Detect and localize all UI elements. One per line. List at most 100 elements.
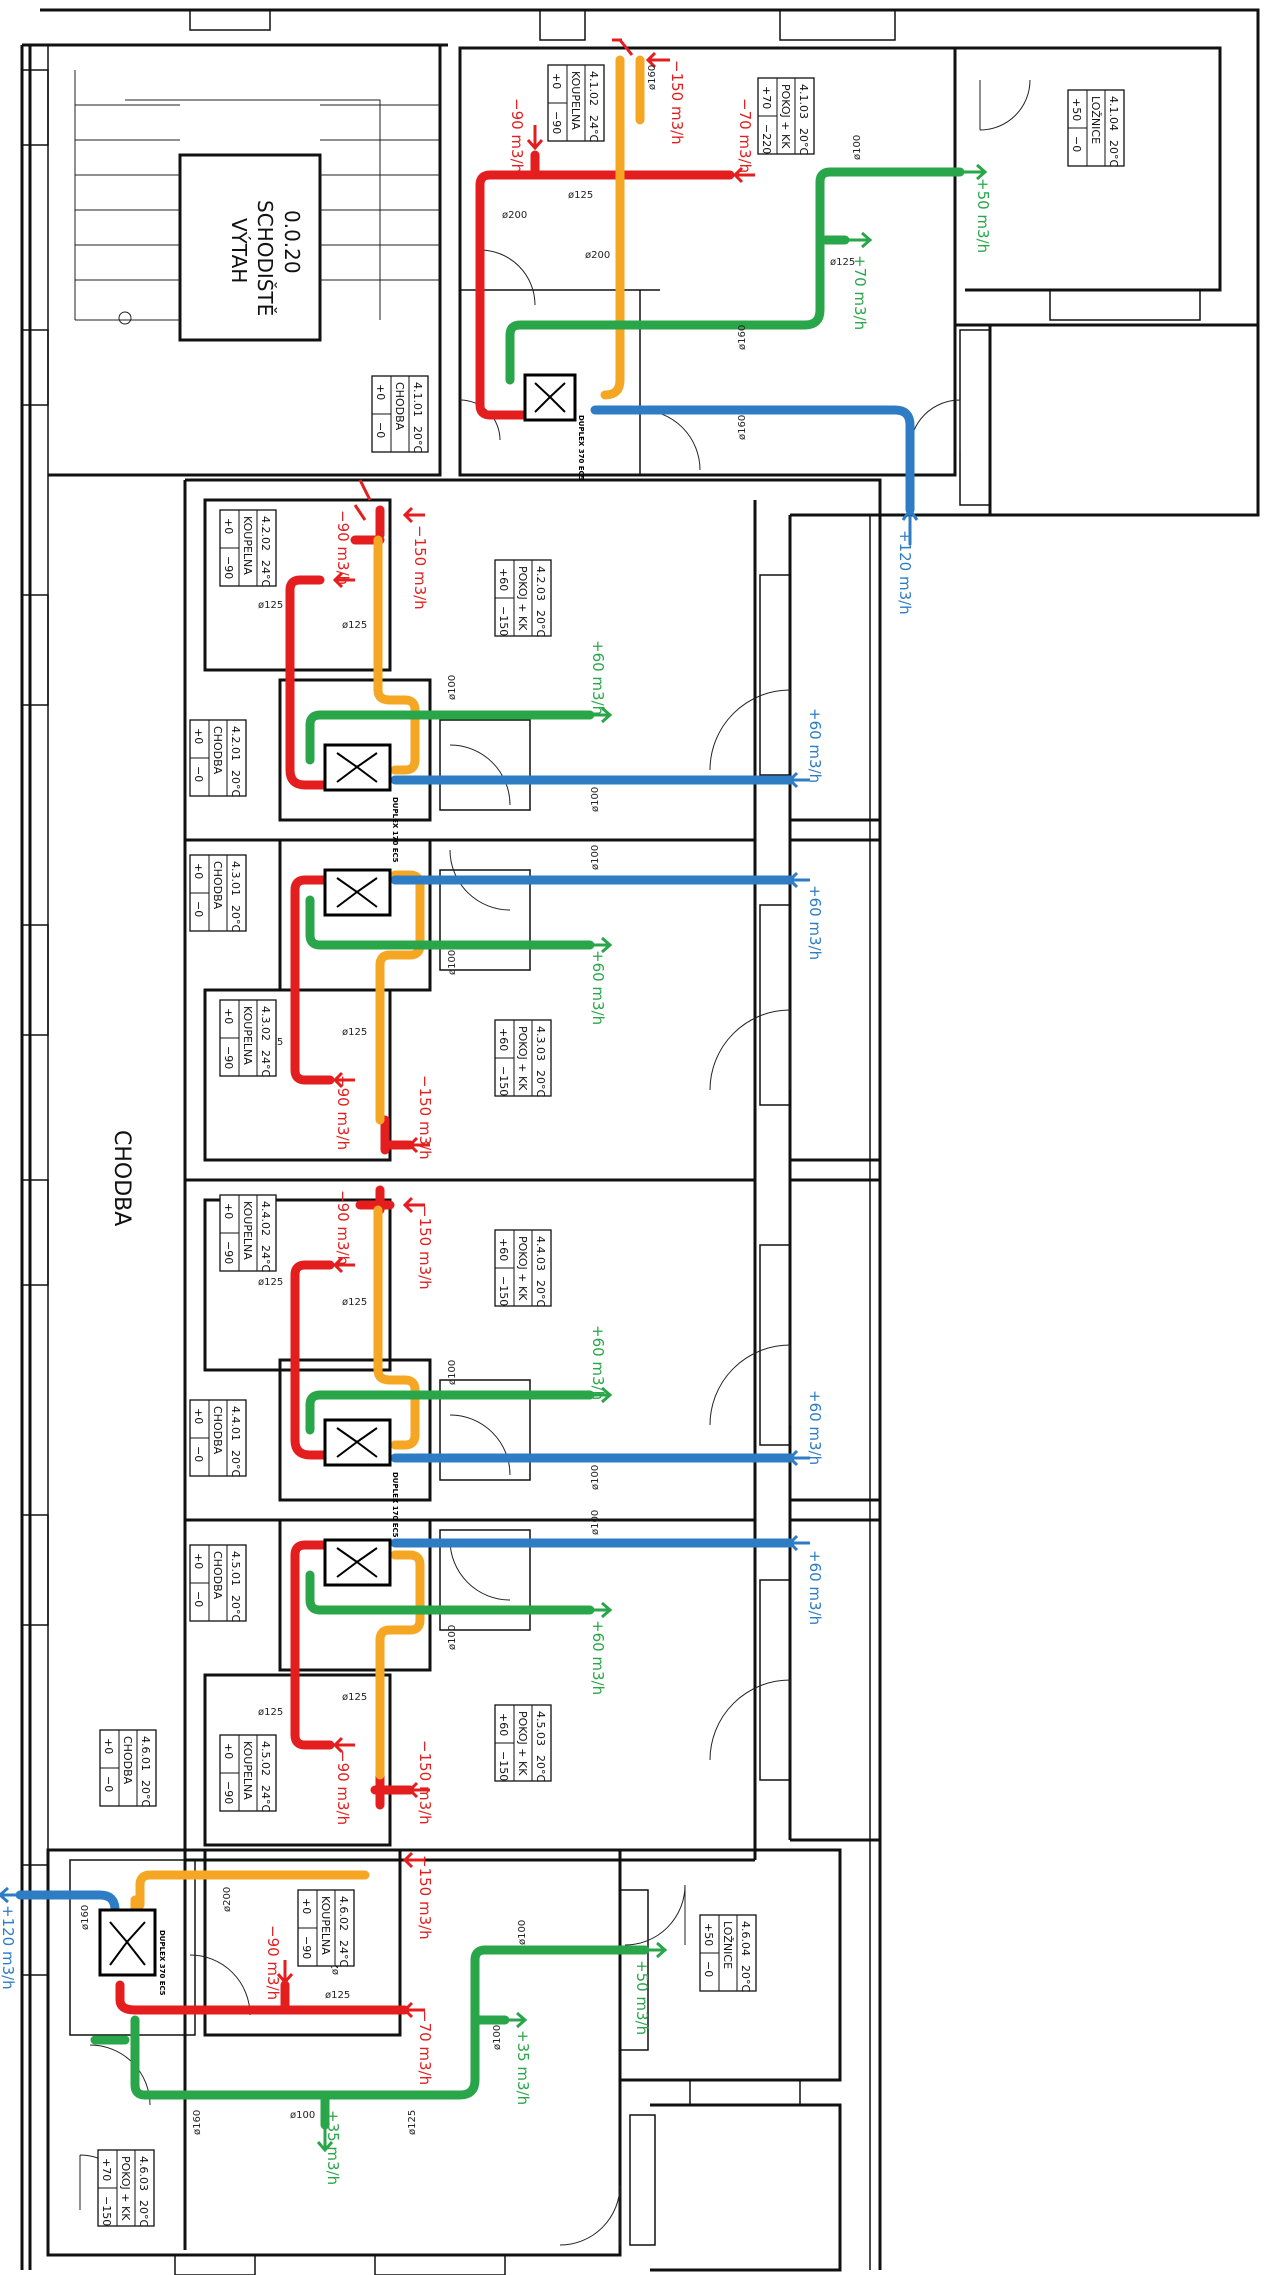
room-temp: 24°C — [259, 560, 272, 587]
svg-text:ø160: ø160 — [737, 325, 748, 350]
svg-text:ø100: ø100 — [517, 1920, 528, 1945]
room-name: POKOJ + KK — [516, 1711, 529, 1776]
duct-supply-3 — [305, 895, 595, 950]
duct-outdoor-1 — [590, 405, 915, 515]
room-number: 4.6.03 — [137, 2156, 150, 2191]
room-temp: 20°C — [534, 1755, 547, 1782]
duct-extract-1 — [475, 170, 735, 420]
svg-text:ø100: ø100 — [590, 845, 601, 870]
room-extract: −150 — [497, 1066, 510, 1096]
room-supply: +0 — [192, 1408, 205, 1424]
room-extract: −90 — [300, 1936, 313, 1959]
room-name: KOUPELNA — [319, 1896, 332, 1955]
room-temp: 20°C — [229, 905, 242, 932]
duct-extract-3 — [290, 875, 345, 1085]
svg-text:ø100: ø100 — [590, 1510, 601, 1535]
svg-text:ø100: ø100 — [852, 135, 863, 160]
room-temp: 20°C — [411, 426, 424, 453]
room-supply: +0 — [192, 863, 205, 879]
flow-label: +50 m3/h — [633, 1960, 651, 2035]
room-extract: −0 — [192, 1591, 205, 1607]
flow-label: +60 m3/h — [806, 708, 824, 783]
flow-label: +50 m3/h — [974, 178, 992, 253]
svg-text:ø100: ø100 — [447, 1625, 458, 1650]
svg-text:ø100: ø100 — [290, 2110, 315, 2121]
svg-text:ø125: ø125 — [258, 1707, 283, 1718]
room-number: 4.1.04 — [1107, 96, 1120, 131]
walls — [20, 8, 1260, 2275]
room-number: 4.5.01 — [229, 1551, 242, 1586]
room-extract: −150 — [497, 606, 510, 636]
flow-label: +60 m3/h — [806, 885, 824, 960]
room-number: 4.3.03 — [534, 1026, 547, 1061]
flow-label: −70 m3/h — [736, 98, 754, 173]
stair-lift: VÝTAH — [227, 218, 251, 283]
duct-exhaust-1 — [600, 55, 645, 400]
room-temp: 24°C — [259, 1245, 272, 1272]
svg-text:ø125: ø125 — [342, 1297, 367, 1308]
flow-label: +60 m3/h — [806, 1550, 824, 1625]
room-extract: −0 — [102, 1776, 115, 1792]
room-name: CHODBA — [211, 1551, 224, 1600]
room-supply: +70 — [100, 2158, 113, 2181]
unit-label-6: DUPLEX 370 EC5 — [158, 1930, 166, 1996]
flow-label: −90 m3/h — [334, 1075, 352, 1150]
flow-label: −150 m3/h — [416, 1855, 434, 1940]
svg-text:ø160: ø160 — [80, 1905, 91, 1930]
svg-text:ø125: ø125 — [258, 1277, 283, 1288]
room-extract: −90 — [222, 1781, 235, 1804]
room-number: 4.1.02 — [587, 71, 600, 106]
flow-labels: −150 m3/h −90 m3/h −70 m3/h +50 m3/h +70… — [0, 60, 992, 2185]
flow-label: +60 m3/h — [589, 640, 607, 715]
room-temp: 20°C — [797, 128, 810, 155]
duct-supply-1 — [505, 167, 965, 385]
unit-label-4: DUPLEX 170 EC5 — [391, 1472, 399, 1538]
room-temp: 20°C — [139, 1780, 152, 1807]
duct-extract-6 — [115, 1980, 410, 2015]
svg-text:ø100: ø100 — [590, 787, 601, 812]
room-name: CHODBA — [211, 861, 224, 910]
room-name: KOUPELNA — [241, 1006, 254, 1065]
duct-supply-5 — [305, 1570, 595, 1615]
svg-text:ø125: ø125 — [568, 190, 593, 201]
room-tags: 4.1.01 20°C CHODBA +0 −0 4.1.02 24°C KOUPELNA +0… — [97, 64, 1125, 2227]
flow-label: −90 m3/h — [334, 1750, 352, 1825]
svg-text:ø100: ø100 — [447, 950, 458, 975]
duct-exhaust-6 — [130, 1870, 370, 1915]
room-supply: +0 — [222, 1743, 235, 1759]
room-name: KOUPELNA — [241, 516, 254, 575]
hrv-units: DUPLEX 370 EC5 DUPLEX 170 EC5 DUPLEX 170… — [98, 373, 585, 1996]
room-temp: 20°C — [534, 1280, 547, 1307]
room-extract: −220 — [760, 124, 773, 154]
room-number: 4.2.03 — [534, 566, 547, 601]
svg-text:ø100: ø100 — [492, 2025, 503, 2050]
flow-label: −150 m3/h — [416, 1075, 434, 1160]
flow-label: −90 m3/h — [334, 1190, 352, 1265]
flow-label: +60 m3/h — [589, 1325, 607, 1400]
unit-label-2: DUPLEX 170 EC5 — [391, 797, 399, 863]
room-name: KOUPELNA — [241, 1741, 254, 1800]
room-extract: −150 — [100, 2196, 113, 2226]
duct-supply-4 — [305, 1390, 595, 1435]
diameter-labels: ø200 ø200 ø125 ø160 ø160 ø125 ø100 ø160 … — [80, 65, 863, 2135]
room-number: 4.1.01 — [411, 382, 424, 417]
room-number: 4.3.01 — [229, 861, 242, 896]
room-supply: +0 — [300, 1898, 313, 1914]
room-extract: −90 — [222, 556, 235, 579]
svg-text:ø200: ø200 — [222, 1887, 233, 1912]
room-supply: +50 — [1070, 98, 1083, 121]
room-supply: +70 — [760, 86, 773, 109]
